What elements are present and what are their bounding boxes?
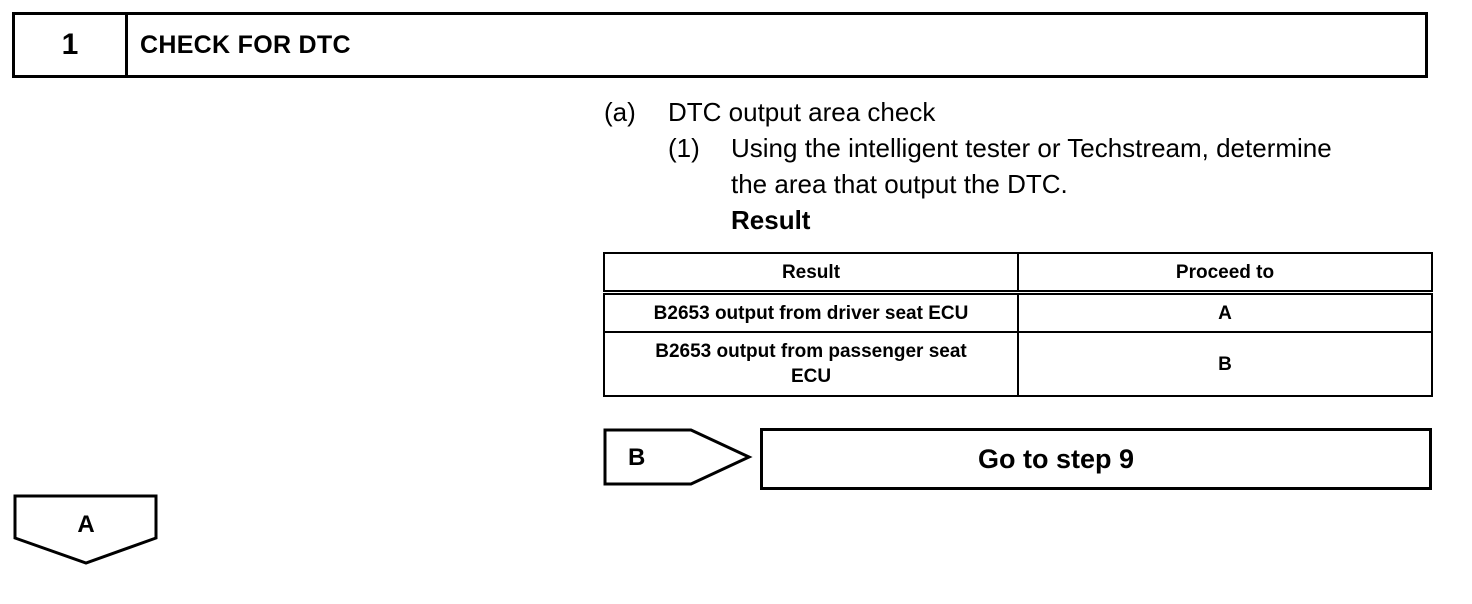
table-row: B2653 output from driver seat ECU A: [603, 291, 1433, 333]
instruction-a-marker: (a): [604, 97, 636, 127]
table-row: B2653 output from passenger seat ECU B: [603, 331, 1433, 397]
result-cell: B2653 output from passenger seat ECU: [603, 331, 1019, 397]
goto-step-text: Go to step 9: [977, 443, 1134, 474]
instruction-1-line2: the area that output the DTC.: [731, 169, 1068, 199]
step-title: CHECK FOR DTC: [140, 30, 351, 59]
table-header-row: Result Proceed to: [603, 252, 1433, 295]
result-cell: B2653 output from driver seat ECU: [603, 291, 1019, 333]
instruction-1-line1: Using the intelligent tester or Techstre…: [731, 133, 1332, 163]
column-header-proceed-to: Proceed to: [1017, 252, 1433, 295]
instruction-a-text: DTC output area check: [668, 97, 936, 127]
proceed-cell: A: [1017, 291, 1433, 333]
result-cell-line2: ECU: [790, 366, 832, 387]
result-cell-line1: B2653 output from passenger seat: [655, 341, 967, 362]
step-header: 1 CHECK FOR DTC: [12, 12, 1428, 78]
goto-step-box: Go to step 9: [760, 428, 1432, 490]
step-number: 1: [15, 15, 128, 75]
flow-b-arrow-icon: B: [603, 428, 753, 486]
proceed-cell: B: [1017, 331, 1433, 397]
instruction-1-marker: (1): [668, 133, 700, 163]
flow-a-arrow-icon: A: [13, 494, 158, 565]
flow-a-label: A: [77, 511, 94, 538]
result-heading: Result: [731, 205, 811, 235]
result-table: Result Proceed to B2653 output from driv…: [603, 252, 1433, 397]
column-header-result: Result: [603, 252, 1019, 295]
flow-b-label: B: [628, 444, 645, 471]
